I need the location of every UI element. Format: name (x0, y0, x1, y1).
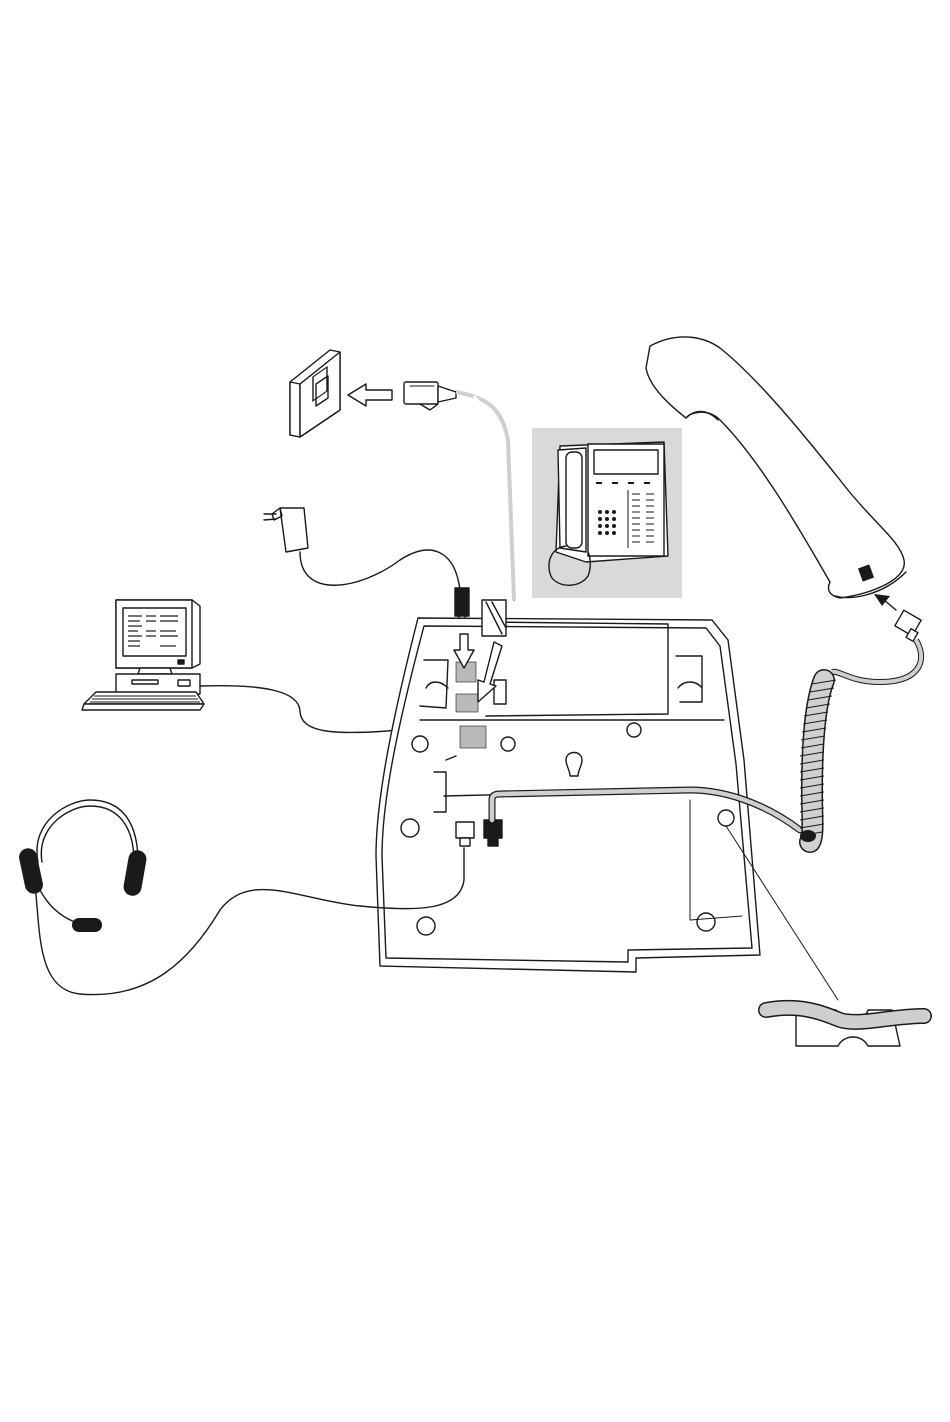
line-cable (456, 392, 514, 600)
handset-icon (646, 337, 906, 598)
handset-arrow-icon (874, 594, 896, 610)
power-adapter-icon (264, 508, 469, 634)
wall-socket-icon (290, 350, 340, 437)
telephone-icon (532, 428, 682, 598)
cable-clip-icon (766, 1008, 924, 1046)
coiled-cord-icon (800, 610, 921, 842)
base-port-pc (460, 726, 486, 748)
cord-plug (895, 610, 921, 641)
base-line-plug (482, 600, 506, 636)
rj-plug-icon (404, 382, 456, 410)
insert-arrow-icon (348, 384, 392, 406)
